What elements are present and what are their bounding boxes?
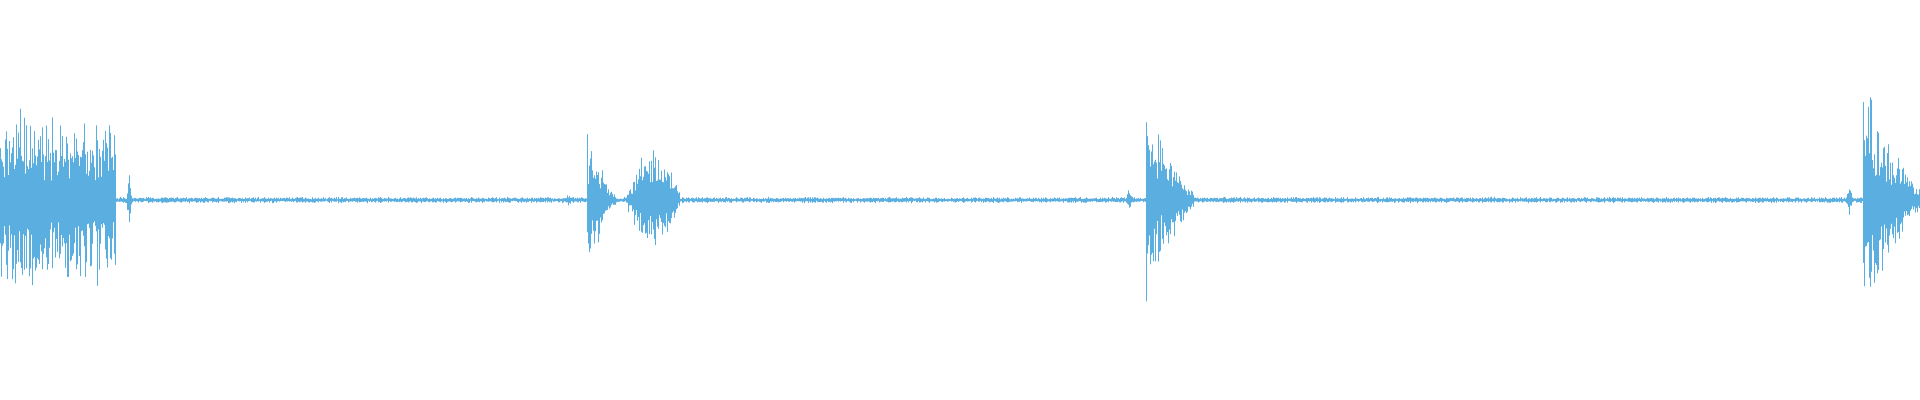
waveform-bars (0, 97, 1920, 302)
waveform-trace (0, 97, 1920, 302)
